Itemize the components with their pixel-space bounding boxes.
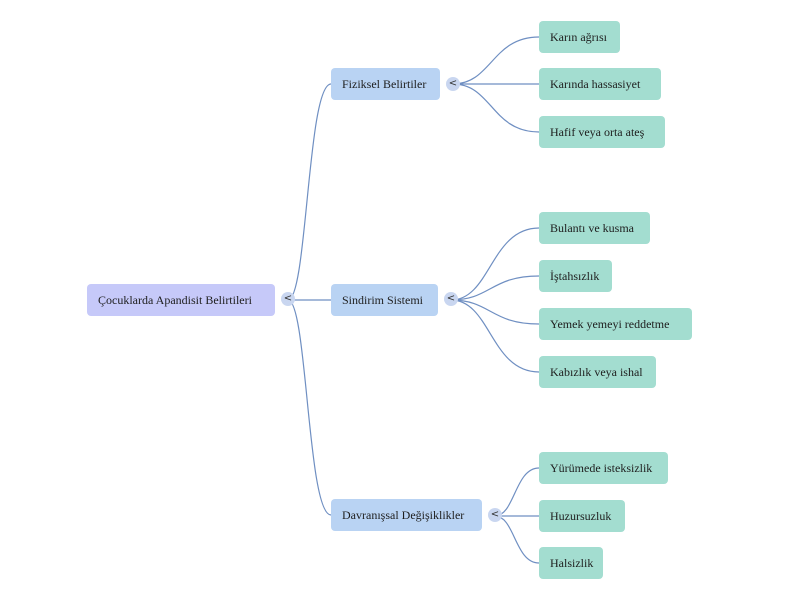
leaf-label: Kabızlık veya ishal [550, 364, 643, 379]
root-to-branch-connector [287, 299, 332, 516]
branch-to-leaf-connector [450, 299, 540, 373]
branch-to-leaf-connector [494, 515, 540, 564]
branch-label: Sindirim Sistemi [342, 292, 424, 307]
leaf-node[interactable]: Kabızlık veya ishal [539, 356, 656, 388]
root-collapse-toggle-icon[interactable]: < [281, 292, 295, 306]
leaf-node[interactable]: Yürümede isteksizlik [539, 452, 668, 484]
leaf-label: Yürümede isteksizlik [550, 460, 653, 475]
leaf-label: Karında hassasiyet [550, 76, 641, 91]
leaf-node[interactable]: Hafif veya orta ateş [539, 116, 665, 148]
branch-digestive-collapse-toggle-icon[interactable]: < [444, 292, 458, 306]
branch-node-physical[interactable]: Fiziksel Belirtiler [331, 68, 440, 100]
branch-to-leaf-connector [450, 299, 540, 325]
leaf-label: İştahsızlık [550, 268, 600, 283]
branch-to-leaf-connector [494, 467, 540, 517]
branch-to-leaf-connector [452, 83, 540, 133]
leaf-label: Halsizlik [550, 555, 594, 570]
leaf-label: Bulantı ve kusma [550, 220, 634, 235]
leaf-node[interactable]: Huzursuzluk [539, 500, 625, 532]
branch-label: Fiziksel Belirtiler [342, 76, 427, 91]
root-label: Çocuklarda Apandisit Belirtileri [98, 292, 252, 307]
branch-node-behavioral[interactable]: Davranışsal Değişiklikler [331, 499, 482, 531]
branch-physical-collapse-toggle-icon[interactable]: < [446, 77, 460, 91]
branch-node-digestive[interactable]: Sindirim Sistemi [331, 284, 438, 316]
leaf-node[interactable]: Karın ağrısı [539, 21, 620, 53]
root-node[interactable]: Çocuklarda Apandisit Belirtileri [87, 284, 275, 316]
branch-to-leaf-connector [452, 36, 540, 85]
leaf-node[interactable]: Yemek yemeyi reddetme [539, 308, 692, 340]
branch-behavioral-collapse-toggle-icon[interactable]: < [488, 508, 502, 522]
branch-to-leaf-connector [450, 275, 540, 301]
leaf-node[interactable]: İştahsızlık [539, 260, 612, 292]
leaf-node[interactable]: Karında hassasiyet [539, 68, 661, 100]
branch-label: Davranışsal Değişiklikler [342, 507, 465, 522]
leaf-label: Yemek yemeyi reddetme [550, 316, 670, 331]
branch-to-leaf-connector [450, 227, 540, 301]
root-to-branch-connector [287, 83, 332, 301]
leaf-label: Huzursuzluk [550, 508, 612, 523]
leaf-label: Hafif veya orta ateş [550, 124, 645, 139]
leaf-node[interactable]: Bulantı ve kusma [539, 212, 650, 244]
leaf-label: Karın ağrısı [550, 29, 607, 44]
leaf-node[interactable]: Halsizlik [539, 547, 603, 579]
